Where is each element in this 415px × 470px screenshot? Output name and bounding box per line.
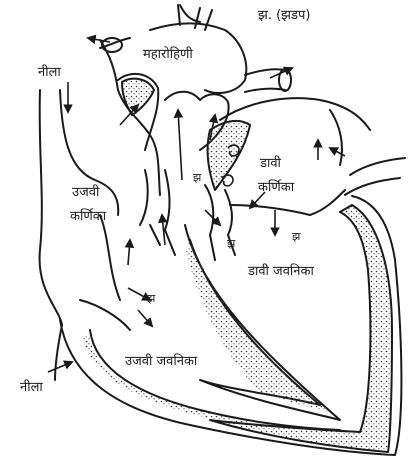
pulmonary-trunk <box>100 40 160 195</box>
aorta-branch-3 <box>205 10 212 30</box>
label-left-atrium-line2: कर्णिका <box>258 181 294 194</box>
label-valve-lower: झ <box>227 238 235 249</box>
mitral-valve <box>205 185 232 235</box>
pulmonary-left-end <box>102 38 122 52</box>
right-atrium-wall <box>80 300 130 330</box>
pulmonary-valve-stipple <box>122 79 154 115</box>
arrow-vein-bottom <box>48 362 72 372</box>
pulmonary-vein-right <box>345 178 400 195</box>
label-vein-top: नीला <box>38 66 61 79</box>
flow-swirl-2 <box>222 175 233 186</box>
label-valve-legend: झ. (झडप) <box>258 9 310 22</box>
arrow-left-ventricle-up <box>178 110 182 180</box>
label-vein-bottom: नीला <box>20 381 43 394</box>
label-valve-left-atrium: झ <box>292 231 300 242</box>
label-right-atrium-line2: कर्णिका <box>70 210 106 223</box>
label-left-ventricle: डावी जवनिका <box>248 265 314 278</box>
label-aorta: महारोहिणी <box>143 48 193 61</box>
pulmonary-right-branch-2 <box>245 89 285 92</box>
tricuspid-valve <box>140 170 170 230</box>
pulmonary-vein-upper <box>330 110 342 165</box>
left-atrium-stipple <box>208 121 250 190</box>
label-right-atrium-line1: उजवी <box>72 186 99 199</box>
aorta-branch-1 <box>178 5 180 25</box>
label-valve-right: झ <box>147 293 155 304</box>
aorta-branch-2 <box>195 8 200 28</box>
label-right-ventricle: उजवी जवनिका <box>125 355 197 368</box>
pulmonary-vein-right-2 <box>350 158 405 175</box>
label-left-atrium-line1: डावी <box>260 157 281 170</box>
label-valve-center: झ <box>193 172 201 183</box>
vena-cava-left <box>40 90 62 380</box>
right-atrium-inner <box>100 215 120 300</box>
arrow-rv-2 <box>138 310 152 326</box>
arrow-right-atrium <box>128 240 130 265</box>
